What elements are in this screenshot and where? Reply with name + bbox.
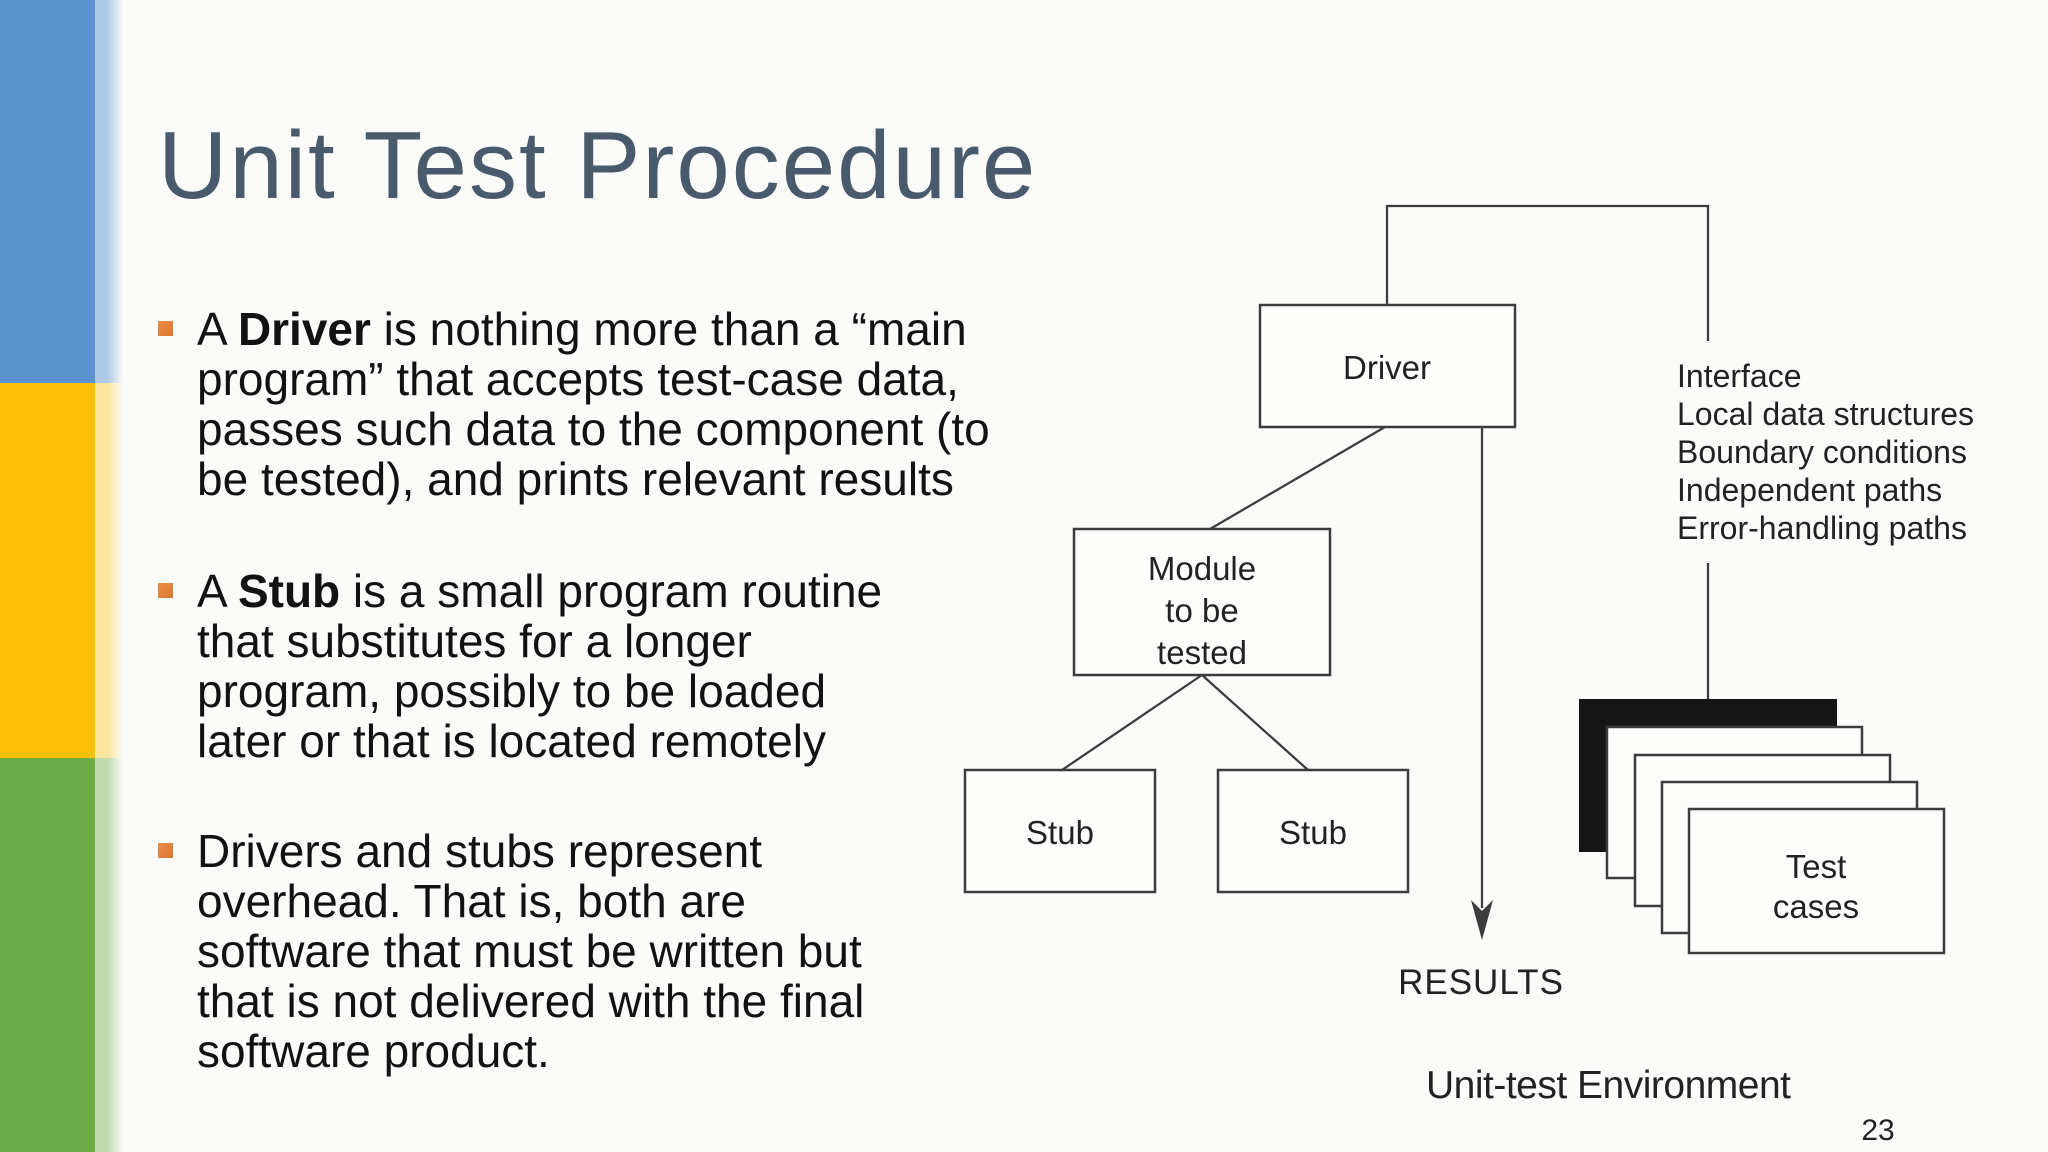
stub-left-label: Stub [1026, 814, 1094, 851]
arrowhead-icon [1471, 900, 1493, 940]
accent-bar-green [0, 758, 95, 1152]
module-label-line3: tested [1157, 634, 1247, 671]
stub-right-box [1216, 768, 1410, 894]
bullet-square-icon [158, 583, 173, 598]
bullet-term: Stub [237, 565, 341, 617]
bullet-text-pre: A [197, 303, 238, 355]
test-cases-stack: Test cases [1579, 699, 1946, 955]
accent-tint-blue [95, 0, 123, 383]
accent-tint-green [95, 758, 123, 1152]
bullet-item-driver: A Driver is nothing more than a “main pr… [158, 303, 1207, 505]
module-stub-left-connector [1061, 674, 1203, 771]
bullet-item-stub: A Stub is a small program routine that s… [158, 565, 1207, 767]
test-cases-label-line2: cases [1773, 888, 1859, 925]
page-title: Unit Test Procedure [158, 112, 1038, 219]
stub-right-label: Stub [1279, 814, 1347, 851]
bullet-term: Driver [237, 303, 371, 355]
module-stub-right-connector [1201, 674, 1309, 771]
bullet-square-icon [158, 321, 173, 336]
accent-bar-yellow [0, 383, 95, 758]
interface-list: Interface Local data structures Boundary… [1677, 358, 1974, 546]
bullet-text-rest: is nothing more than a “main program” th… [197, 303, 990, 505]
results-label: RESULTS [1398, 963, 1564, 1002]
bullet-text-rest: is a small program routine that substitu… [197, 565, 883, 767]
interface-item: Interface [1677, 358, 1802, 394]
bullet-text-pre: A [197, 565, 238, 617]
interface-item: Local data structures [1677, 396, 1974, 432]
bullet-text-rest: Drivers and stubs represent overhead. Th… [197, 825, 865, 1077]
driver-box [1258, 303, 1517, 429]
bullet-square-icon [158, 843, 173, 858]
driver-module-connector [1209, 426, 1386, 530]
module-box [1072, 527, 1332, 677]
test-card-front [1687, 807, 1946, 955]
stub-left-box [963, 768, 1157, 894]
accent-bar-blue [0, 0, 95, 383]
module-label-line2: to be [1165, 592, 1238, 629]
module-label-line1: Module [1148, 550, 1256, 587]
diagram-caption: Unit-test Environment [1426, 1064, 1791, 1107]
test-cases-label-line1: Test [1786, 848, 1847, 885]
accent-tint-yellow [95, 383, 123, 758]
interface-item: Error-handling paths [1677, 510, 1967, 546]
page-number: 23 [1861, 1114, 1894, 1147]
bracket-connector [1385, 204, 1710, 341]
bullet-item-overhead: Drivers and stubs represent overhead. Th… [158, 825, 1207, 1077]
interface-item: Independent paths [1677, 472, 1942, 508]
driver-label: Driver [1343, 349, 1431, 386]
interface-item: Boundary conditions [1677, 434, 1967, 470]
